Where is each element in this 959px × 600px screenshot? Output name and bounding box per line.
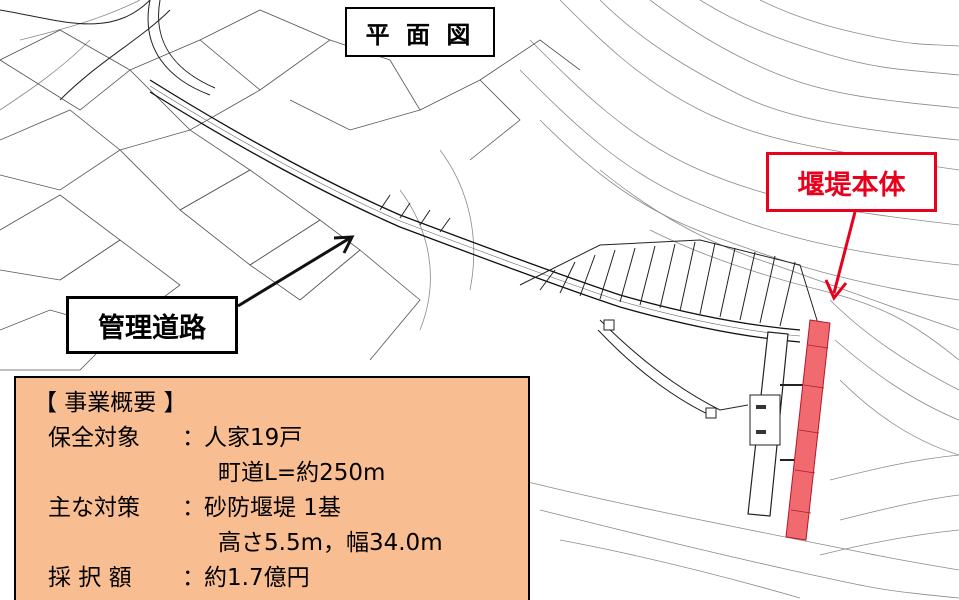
summary-value: 町道L=約250m bbox=[218, 460, 386, 486]
summary-colon: ： bbox=[182, 495, 205, 521]
summary-heading: 【 事業概要 】 bbox=[34, 390, 187, 416]
project-summary-box: 【 事業概要 】 保全対象 ： 人家19戸 町道L=約250m 主な対策 ： 砂… bbox=[14, 376, 530, 600]
summary-key: 保全対象 bbox=[48, 425, 140, 451]
management-road bbox=[149, 79, 801, 343]
dam-arrow bbox=[824, 211, 857, 301]
dam-body-label: 堰堤本体 bbox=[766, 152, 937, 212]
summary-row: 高さ5.5m，幅34.0m bbox=[34, 526, 528, 561]
summary-value: 約1.7億円 bbox=[204, 565, 310, 591]
summary-value: 高さ5.5m，幅34.0m bbox=[218, 530, 443, 556]
summary-row: 採 択 額 ： 約1.7億円 bbox=[34, 561, 528, 596]
summary-key: 主な対策 bbox=[48, 495, 140, 521]
summary-colon: ： bbox=[182, 425, 205, 451]
page-title: 平 面 図 bbox=[345, 7, 495, 57]
summary-row: 主な対策 ： 砂防堰堤 1基 bbox=[34, 491, 528, 526]
summary-row: 町道L=約250m bbox=[34, 456, 528, 491]
upper-road bbox=[0, 0, 216, 101]
summary-value: 砂防堰堤 1基 bbox=[204, 495, 341, 521]
management-road-label: 管理道路 bbox=[66, 296, 238, 354]
summary-key: 採 択 額 bbox=[48, 565, 132, 591]
summary-value: 人家19戸 bbox=[204, 425, 303, 451]
summary-colon: ： bbox=[182, 565, 205, 591]
road-arrow bbox=[237, 235, 355, 308]
slope-hatching bbox=[379, 194, 821, 331]
summary-row: 保全対象 ： 人家19戸 bbox=[34, 421, 528, 456]
dam-structure bbox=[597, 319, 831, 541]
